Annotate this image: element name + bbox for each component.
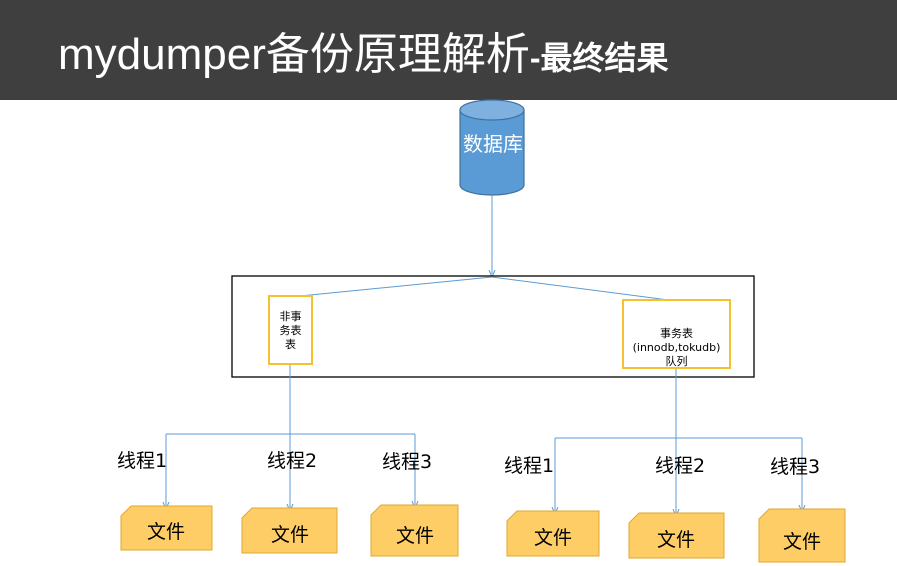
thread-label: 线程3 [382,451,433,473]
right-files [506,508,846,563]
fanout-line-left [289,276,493,298]
fanout-line-right [491,276,677,302]
thread-label: 线程2 [267,450,318,472]
thread-label: 线程1 [504,455,555,477]
thread-label: 线程3 [770,456,821,478]
thread-label: 线程1 [117,450,168,472]
file-shape [370,504,459,557]
file-shape [241,507,338,554]
title-main: mydumper备份原理解析 [58,30,530,79]
file-label: 文件 [657,529,695,551]
file-label: 文件 [396,525,434,547]
database-label: 数据库 [463,132,523,156]
header-bar: mydumper备份原理解析-最终结果 [0,0,897,100]
file-shape [506,510,600,557]
file-label: 文件 [783,531,821,553]
page-title: mydumper备份原理解析-最终结果 [58,18,669,82]
file-label: 文件 [147,521,185,543]
transactional-label: 事务表 (innodb,tokudb) 队列 [632,327,721,368]
transactional-queue: 事务表 (innodb,tokudb) 队列 [622,299,731,369]
file-label: 文件 [534,527,572,549]
file-shape [628,512,725,559]
non-transactional-label: 非事务表表 [279,310,302,351]
file-shape [120,505,213,551]
file-label: 文件 [271,524,309,546]
thread-label: 线程2 [655,455,706,477]
database-cylinder [459,99,525,196]
title-sub: -最终结果 [529,40,669,76]
left-files [120,504,459,557]
file-shape [758,508,846,563]
non-transactional-queue: 非事务表表 [268,295,313,365]
